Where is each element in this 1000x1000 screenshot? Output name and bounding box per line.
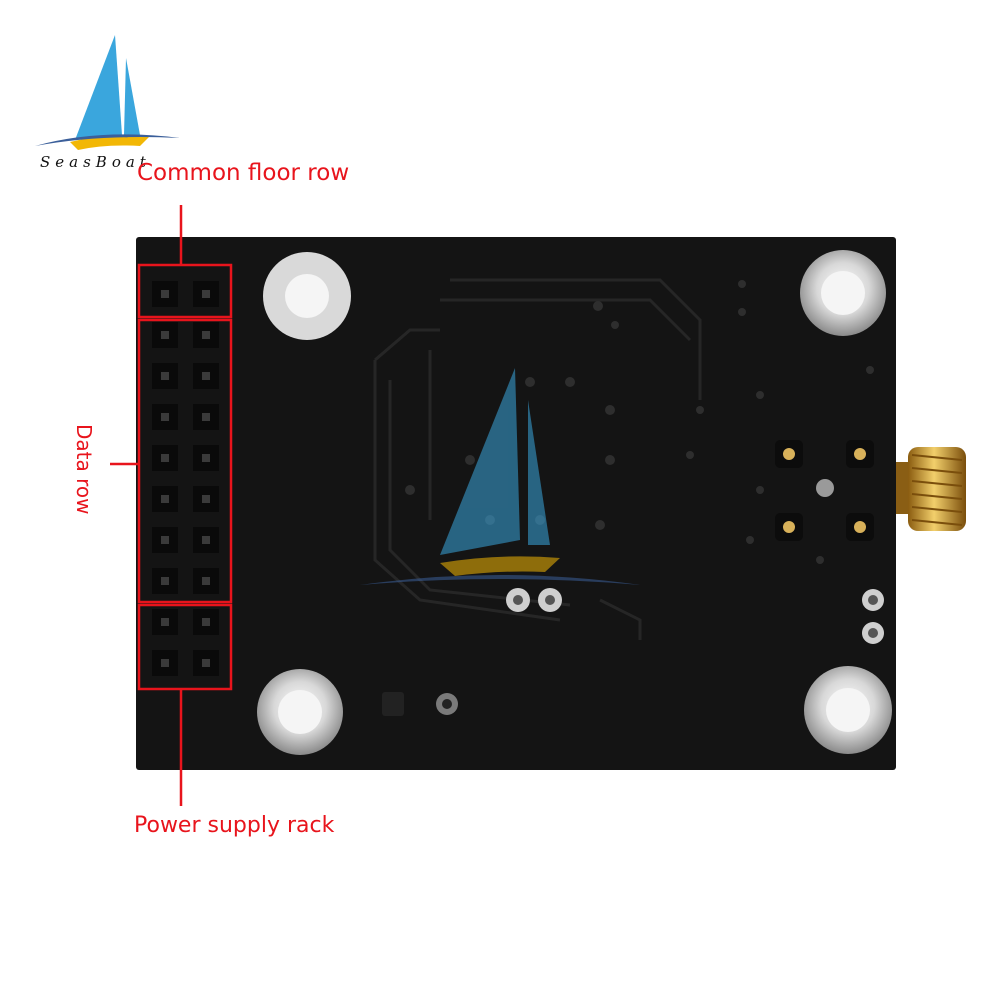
power-supply-rack-label: Power supply rack bbox=[134, 813, 335, 838]
data-row-frame bbox=[137, 318, 233, 604]
header-pin-hole bbox=[202, 495, 210, 503]
header-pin-hole bbox=[202, 454, 210, 462]
header-pin-hole bbox=[161, 577, 169, 585]
header-pin-hole bbox=[161, 413, 169, 421]
sma-connector bbox=[896, 447, 966, 531]
header-pin-hole bbox=[161, 536, 169, 544]
header-pin-hole bbox=[161, 454, 169, 462]
header-pin-hole bbox=[202, 618, 210, 626]
header-pin-hole bbox=[202, 413, 210, 421]
header-pin-hole bbox=[161, 331, 169, 339]
brand-logo bbox=[35, 35, 180, 150]
mounting-hole-top-right bbox=[800, 250, 886, 336]
header-pin-hole bbox=[202, 331, 210, 339]
small-pads bbox=[382, 479, 884, 716]
mounting-hole-bottom-left bbox=[257, 669, 343, 755]
common-floor-row-label: Common floor row bbox=[137, 160, 350, 186]
pin-header bbox=[152, 281, 219, 676]
watermark-logo bbox=[360, 368, 640, 585]
annotation-frames bbox=[110, 205, 233, 806]
power-supply-rack-frame bbox=[137, 603, 233, 691]
header-pin-hole bbox=[161, 372, 169, 380]
mounting-hole-bottom-right bbox=[804, 666, 892, 754]
rf-pads bbox=[775, 440, 874, 541]
header-pin-hole bbox=[202, 577, 210, 585]
brand-name: SeasBoat bbox=[40, 153, 151, 171]
header-pin-hole bbox=[161, 618, 169, 626]
data-row-label: Data row bbox=[72, 424, 96, 515]
header-pin-hole bbox=[202, 290, 210, 298]
header-pin-hole bbox=[161, 290, 169, 298]
common-floor-row-frame bbox=[137, 263, 233, 319]
header-pin-hole bbox=[202, 372, 210, 380]
header-pin-hole bbox=[161, 495, 169, 503]
header-pin-hole bbox=[202, 659, 210, 667]
header-pin-hole bbox=[161, 659, 169, 667]
header-pin-hole bbox=[202, 536, 210, 544]
mounting-hole-top-left bbox=[263, 252, 351, 340]
